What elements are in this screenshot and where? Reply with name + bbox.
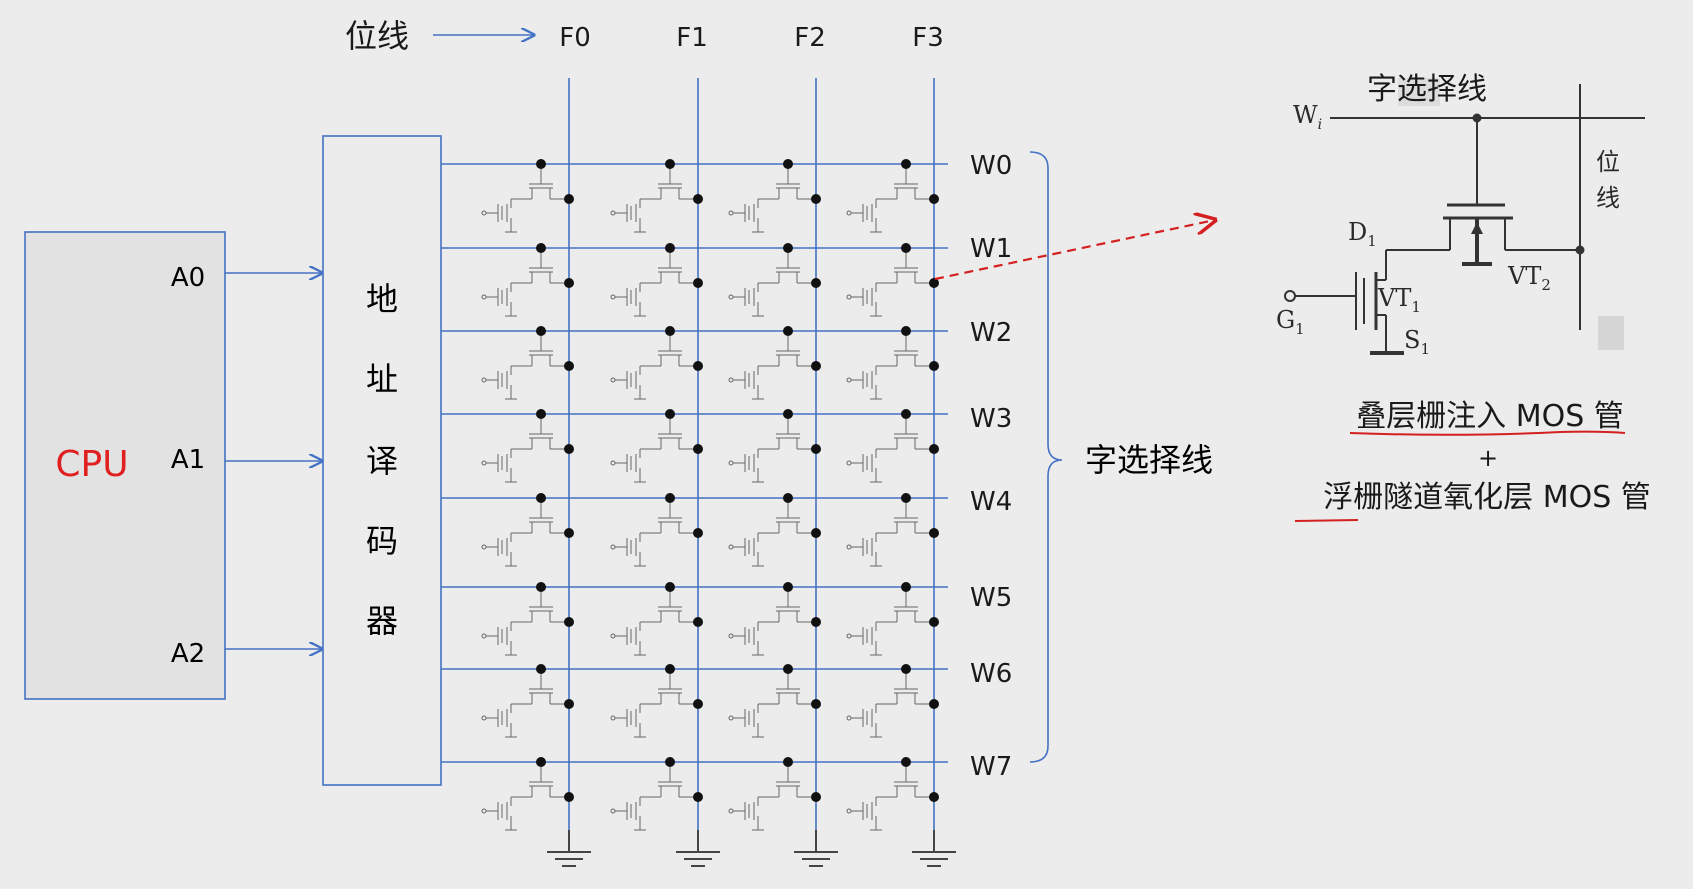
memory-cell: [846, 664, 939, 738]
detail-word-select-label: 字选择线: [1367, 72, 1487, 107]
decoder-char-3: 译: [366, 442, 398, 480]
bit-line-label-f2: F2: [794, 23, 826, 53]
ground-symbol: [912, 830, 956, 867]
memory-cell: [481, 757, 574, 831]
caption-underline-1: [1349, 430, 1626, 436]
memory-cell: [610, 582, 703, 656]
word-line-label-w1: W1: [970, 234, 1012, 264]
bit-line-label-f0: F0: [559, 23, 591, 53]
detail-g-label: G: [1276, 306, 1295, 334]
cpu-block: CPU A0 A1 A2: [24, 231, 226, 700]
svg-text:VT1: VT1: [1377, 284, 1421, 316]
memory-cell: [728, 664, 821, 738]
svg-text:VT2: VT2: [1507, 262, 1551, 294]
memory-cell: [728, 757, 821, 831]
caption-line-2: 浮栅隧道氧化层 MOS 管: [1323, 480, 1651, 515]
detail-pointer-arrow: [934, 220, 1215, 281]
memory-cell: [728, 409, 821, 483]
memory-cell: [481, 159, 574, 233]
detail-vt2-label: VT: [1507, 262, 1541, 290]
bit-line-label-f1: F1: [676, 23, 708, 53]
detail-d-sub: 1: [1367, 232, 1377, 250]
caption-line-1: 叠层栅注入 MOS 管: [1356, 399, 1624, 434]
address-line-a1: A1: [171, 445, 205, 475]
cpu-label: CPU: [55, 444, 128, 485]
memory-cell: [728, 493, 821, 567]
memory-cell: [610, 493, 703, 567]
word-line-label-w4: W4: [970, 487, 1012, 517]
word-line-label-w6: W6: [970, 659, 1012, 689]
memory-cell: [728, 159, 821, 233]
memory-cell: [728, 243, 821, 317]
memory-cell: [481, 326, 574, 400]
detail-s-sub: 1: [1420, 340, 1430, 358]
memory-cell: [610, 243, 703, 317]
word-line-label-w3: W3: [970, 404, 1012, 434]
address-decoder: 地 址 译 码 器: [322, 135, 442, 786]
svg-text:Wi: Wi: [1293, 101, 1322, 133]
detail-bitline-char-2: 线: [1596, 184, 1620, 212]
address-line-a2: A2: [171, 639, 205, 669]
memory-cell: [610, 757, 703, 831]
transistor-caption: 叠层栅注入 MOS 管 + 浮栅隧道氧化层 MOS 管: [1294, 399, 1651, 522]
detail-vt1-label: VT: [1377, 284, 1411, 312]
memory-cell: [728, 326, 821, 400]
detail-bitline-char-1: 位: [1596, 148, 1620, 176]
memory-cell: [481, 493, 574, 567]
svg-text:S1: S1: [1404, 326, 1430, 358]
svg-text:D1: D1: [1348, 218, 1377, 250]
detail-vt1-sub: 1: [1411, 298, 1421, 316]
detail-vt2-sub: 2: [1541, 276, 1551, 294]
bitline-header-label: 位线: [345, 17, 409, 55]
memory-cell: [846, 326, 939, 400]
memory-cell: [481, 664, 574, 738]
bit-line-label-f3: F3: [912, 23, 944, 53]
decoder-char-5: 器: [366, 602, 398, 640]
svg-text:G1: G1: [1276, 306, 1305, 338]
detail-d-label: D: [1348, 218, 1367, 246]
address-line-a0: A0: [171, 263, 205, 293]
decoder-char-4: 码: [366, 522, 398, 560]
word-line-label-w5: W5: [970, 583, 1012, 613]
memory-cell: [846, 493, 939, 567]
word-line-label-w0: W0: [970, 151, 1012, 181]
memory-cell: [728, 582, 821, 656]
caption-underline-2: [1294, 519, 1359, 522]
ground-symbol: [676, 830, 720, 867]
memory-cell: [610, 159, 703, 233]
memory-cell: [610, 664, 703, 738]
detail-s-label: S: [1404, 326, 1420, 354]
word-select-label: 字选择线: [1085, 441, 1213, 479]
cell-detail-schematic: [1284, 78, 1645, 355]
memory-cell: [610, 326, 703, 400]
memory-cell: [481, 409, 574, 483]
memory-cell: [846, 159, 939, 233]
word-line-label-w7: W7: [970, 752, 1012, 782]
memory-cell: [610, 409, 703, 483]
memory-cell: [481, 243, 574, 317]
memory-cell: [846, 409, 939, 483]
decoder-char-1: 地: [366, 280, 398, 318]
detail-g-sub: 1: [1295, 320, 1305, 338]
memory-cell: [846, 243, 939, 317]
cell-detail-labels: 字选择线 Wi 位 线 D1 VT2 VT1 G1 S1: [1276, 72, 1620, 358]
caption-plus: +: [1478, 444, 1498, 472]
word-line-label-w2: W2: [970, 318, 1012, 348]
decoder-char-2: 址: [366, 360, 398, 398]
memory-cell: [846, 582, 939, 656]
ground-symbol: [547, 830, 591, 867]
memory-cell: [846, 757, 939, 831]
word-line-bracket: [1029, 151, 1063, 763]
ground-symbol: [794, 830, 838, 867]
detail-wire-label: W: [1293, 101, 1318, 129]
memory-cell: [481, 582, 574, 656]
detail-wire-sub: i: [1318, 117, 1322, 133]
